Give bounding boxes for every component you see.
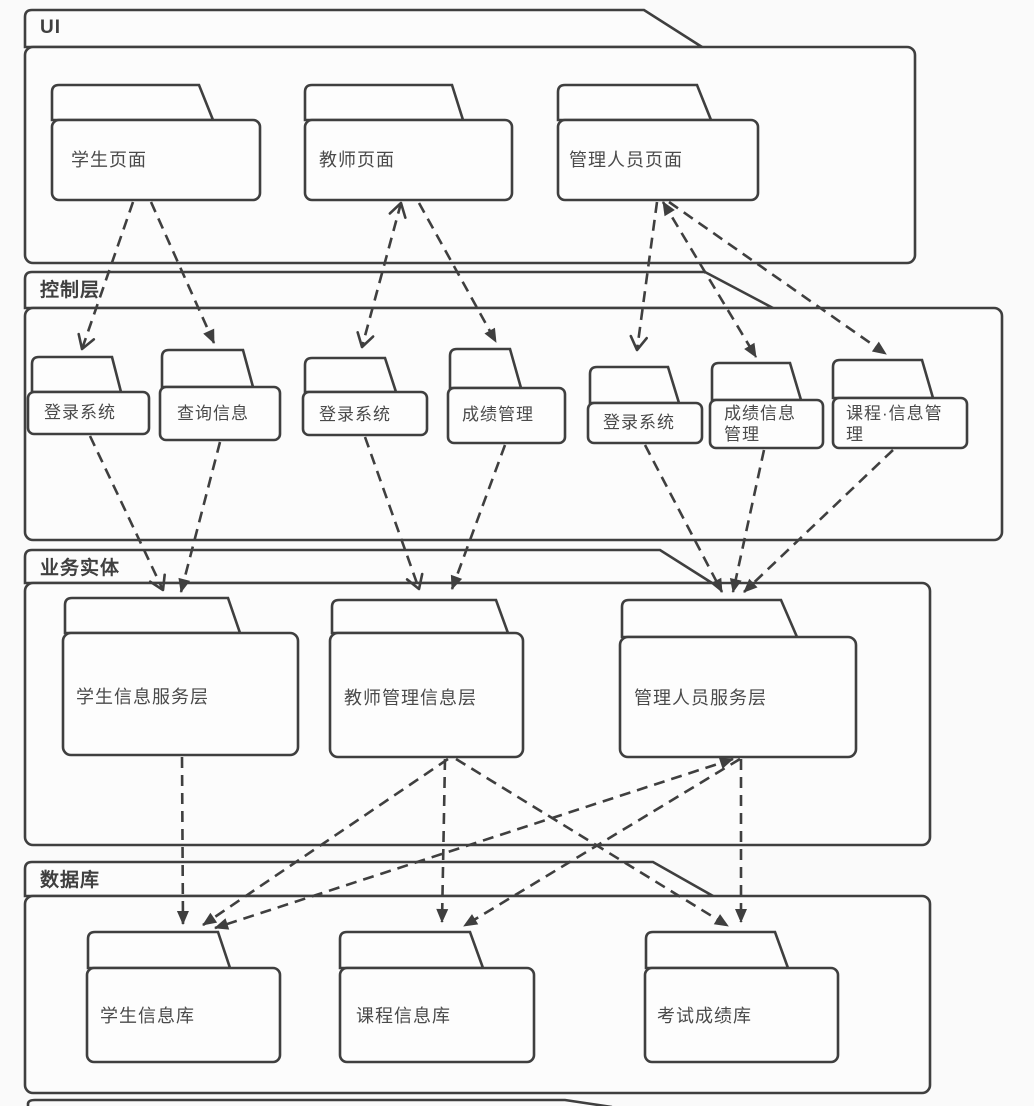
package-course-info-management-label: 课程·信息管理 <box>846 404 943 445</box>
package-student-info-service-label: 学生信息服务层 <box>76 687 209 707</box>
arrow-studentpage-login <box>77 201 135 351</box>
package-login-system-1 <box>26 355 151 436</box>
arrow-studentpage-query <box>149 201 216 344</box>
package-student-page <box>50 83 262 202</box>
layer-business-label: 业务实体 <box>40 558 121 579</box>
arrow-login1-studentservice <box>88 435 166 592</box>
arrow-teacherpage-grades <box>417 202 498 343</box>
package-exam-db-label: 考试成绩库 <box>657 1006 752 1026</box>
package-login-system-2 <box>301 356 429 437</box>
package-teacher-page <box>303 83 514 202</box>
package-nodes <box>26 83 969 1064</box>
arrow-adminservice-studentdb <box>214 757 734 930</box>
package-admin-service <box>618 598 858 759</box>
package-admin-service-label: 管理人员服务层 <box>634 688 767 708</box>
arrow-query-studentservice <box>178 441 222 593</box>
package-login-system-3 <box>586 365 704 445</box>
package-admin-page-label: 管理人员页面 <box>569 150 683 170</box>
arrow-adminpage-courseinfo <box>668 200 887 356</box>
arrow-studentservice-studentdb <box>176 756 189 925</box>
package-login-system-2-label: 登录系统 <box>319 405 391 424</box>
package-login-system-1-label: 登录系统 <box>44 403 116 422</box>
arrow-gradeinfo-adminservice <box>729 449 766 593</box>
layer-partial-container <box>26 1098 613 1106</box>
arrow-courseinfo-adminservice <box>743 449 894 593</box>
package-student-db-label: 学生信息库 <box>100 1006 195 1026</box>
package-teacher-mgmt-info-label: 教师管理信息层 <box>344 688 477 708</box>
arrow-adminpage-login <box>629 201 659 352</box>
package-teacher-mgmt-info <box>328 598 525 759</box>
package-grade-management-label: 成绩管理 <box>462 405 534 424</box>
layer-control-label: 控制层 <box>40 280 101 301</box>
arrow-login2-teacherservice <box>363 436 424 591</box>
package-grade-info-management <box>708 361 825 450</box>
package-login-system-3-label: 登录系统 <box>603 413 675 432</box>
arrow-teacherpage-login <box>356 201 407 349</box>
package-course-info-management <box>831 358 969 450</box>
layer-database-label: 数据库 <box>40 870 101 891</box>
package-query-info-label: 查询信息 <box>177 404 249 423</box>
dependency-arrows <box>77 200 894 930</box>
arrow-login3-adminservice <box>643 444 724 593</box>
package-admin-page <box>556 83 760 202</box>
arrow-adminpage-gradeinfo <box>661 201 758 358</box>
package-exam-db <box>643 930 840 1064</box>
package-query-info <box>158 348 282 442</box>
package-teacher-page-label: 教师页面 <box>319 150 395 170</box>
package-student-page-label: 学生页面 <box>71 150 147 170</box>
package-course-db-label: 课程信息库 <box>356 1006 451 1026</box>
package-grade-info-management-label: 成绩信息管理 <box>724 404 796 445</box>
arrow-grades-teacherservice <box>450 444 507 590</box>
package-grade-management <box>446 347 567 445</box>
package-course-db <box>338 930 536 1064</box>
layer-ui-label: UI <box>40 17 61 38</box>
package-student-info-service <box>61 596 300 757</box>
package-student-db <box>85 930 282 1064</box>
